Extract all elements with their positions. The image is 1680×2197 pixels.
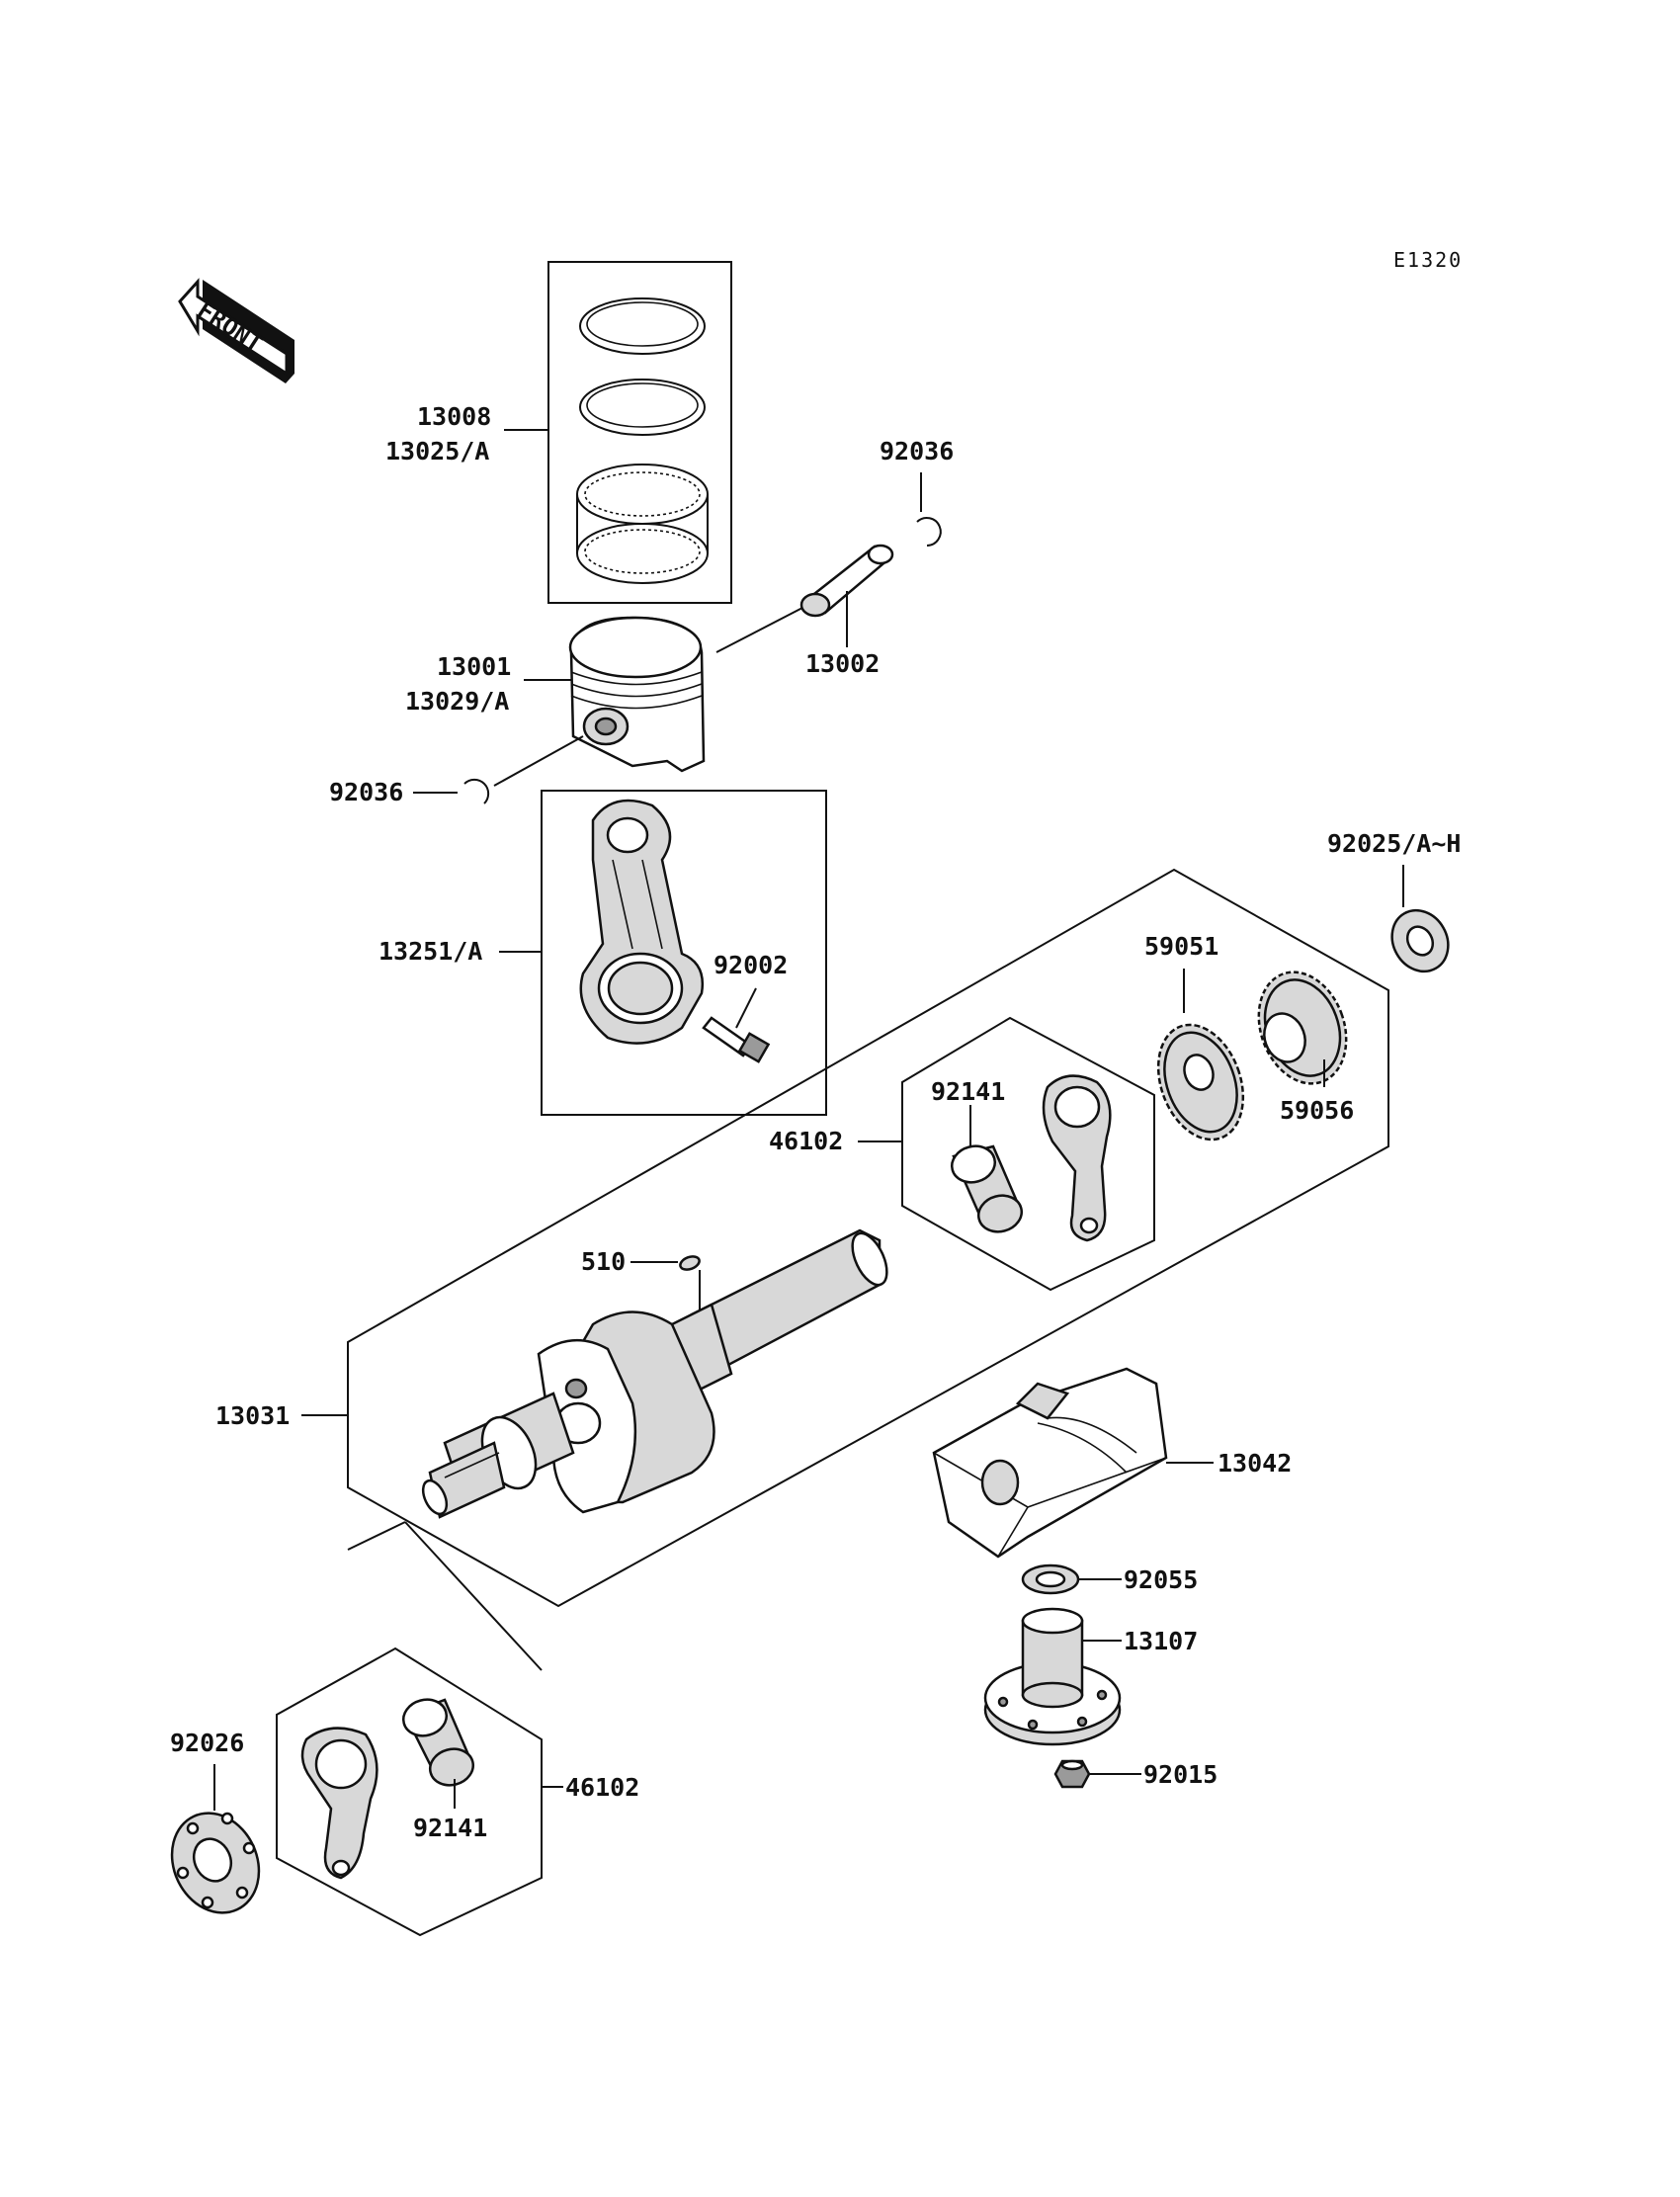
crankshaft-assembly-outline — [347, 868, 1389, 1608]
connecting-rod-set — [541, 790, 827, 1116]
key — [679, 1255, 701, 1271]
piston-pin — [799, 544, 894, 618]
crankshaft — [421, 1228, 888, 1519]
label-conrod-bolt: 92002 — [714, 951, 788, 979]
balancer-weight-upper — [1042, 1074, 1112, 1242]
washer-mid — [1021, 1563, 1080, 1595]
label-plate: 92026 — [170, 1729, 244, 1757]
plate — [170, 1812, 261, 1914]
weight-block — [932, 1367, 1168, 1559]
label-bearing-lower: 92141 — [413, 1814, 487, 1842]
diagram-code: E1320 — [1393, 248, 1463, 272]
label-nut: 92015 — [1143, 1760, 1218, 1789]
balancer-upper-outline — [901, 1016, 1155, 1292]
label-washer-top: 92025/A~H — [1327, 829, 1461, 858]
label-washer-mid: 92055 — [1124, 1565, 1198, 1594]
balancer-weight-lower — [300, 1727, 378, 1880]
bearing-lower — [401, 1698, 475, 1787]
shaft-flange — [983, 1607, 1122, 1746]
label-bearing-upper: 92141 — [931, 1077, 1005, 1106]
gear-small — [1156, 1023, 1245, 1141]
label-clip-top: 92036 — [880, 437, 954, 465]
clip-top — [916, 517, 942, 547]
label-balancer-lower: 46102 — [565, 1773, 639, 1802]
label-shaft: 13107 — [1124, 1627, 1198, 1655]
nut — [1053, 1759, 1091, 1789]
label-conrod: 13251/A — [378, 937, 482, 966]
label-key: 510 — [581, 1247, 626, 1276]
label-crankshaft: 13031 — [215, 1401, 290, 1430]
label-piston-1: 13001 — [437, 652, 511, 681]
gear-helical — [1257, 971, 1348, 1085]
clip-left — [463, 778, 490, 804]
washer-top — [1390, 908, 1450, 973]
label-balancer-upper: 46102 — [769, 1127, 843, 1155]
piston-ring-set — [547, 261, 732, 604]
label-pin: 13002 — [805, 649, 880, 678]
balancer-lower-outline — [276, 1647, 543, 1937]
bearing-upper — [950, 1144, 1024, 1233]
piston — [568, 616, 706, 773]
label-clip-left: 92036 — [329, 778, 403, 806]
label-rings-1: 13008 — [417, 402, 491, 431]
label-piston-2: 13029/A — [405, 687, 509, 716]
label-gear-small: 59051 — [1144, 932, 1218, 961]
label-rings-2: 13025/A — [385, 437, 489, 465]
label-weight: 13042 — [1218, 1449, 1292, 1478]
front-arrow-icon: FRONT — [178, 278, 294, 383]
label-gear-helical: 59056 — [1280, 1096, 1354, 1125]
